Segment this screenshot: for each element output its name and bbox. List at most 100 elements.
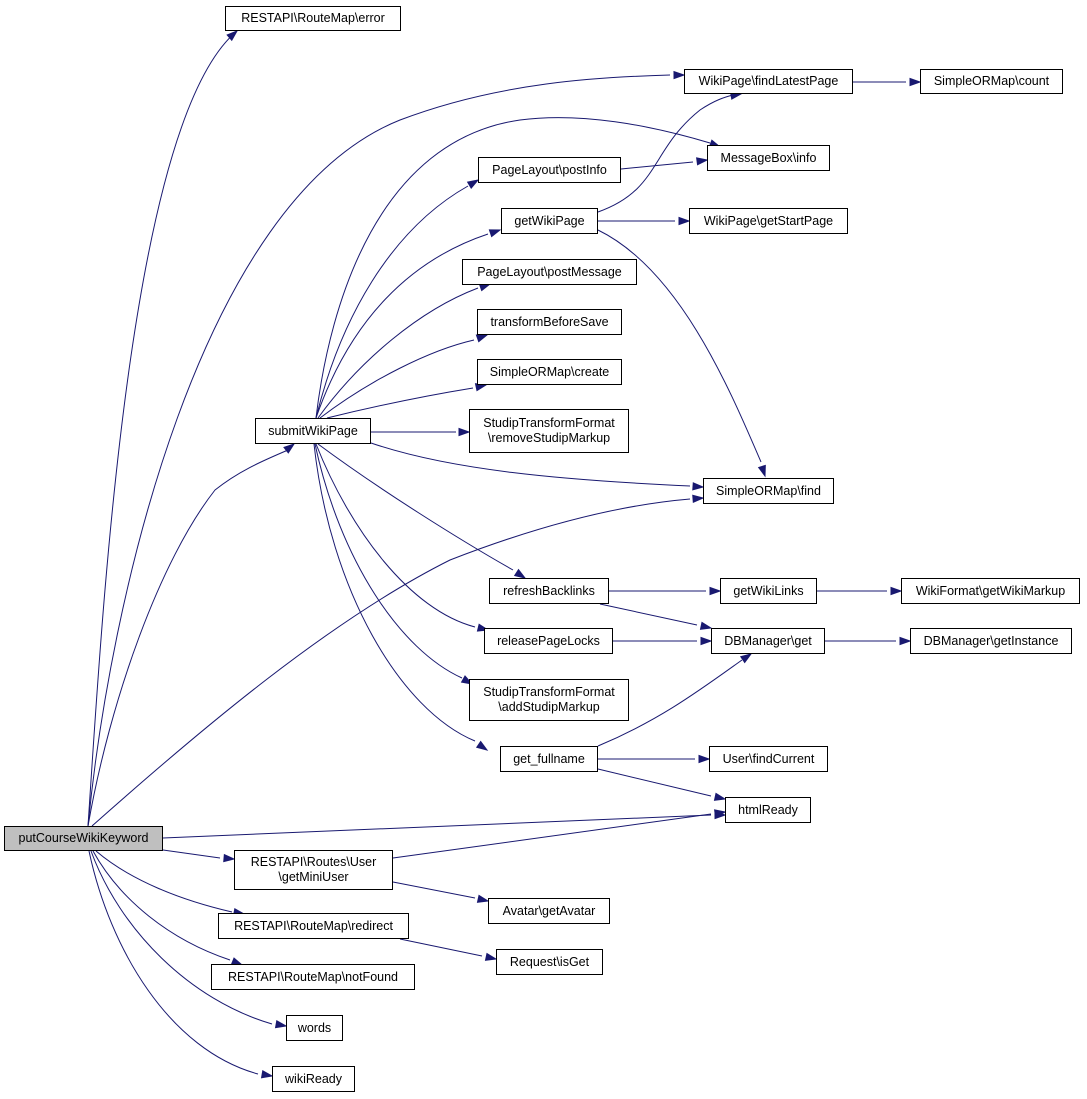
node-dbmanager-get[interactable]: DBManager\get xyxy=(711,628,825,654)
edge-arrowhead xyxy=(909,77,922,87)
edge-submitWikiPage-to-releasePageLocks xyxy=(315,443,490,632)
node-getwikilinks[interactable]: getWikiLinks xyxy=(720,578,817,604)
edge-line xyxy=(315,185,469,419)
edge-arrowhead xyxy=(476,894,490,903)
edge-line xyxy=(90,850,273,1025)
node-wikiformat-getwikimarkup[interactable]: WikiFormat\getWikiMarkup xyxy=(901,578,1080,604)
edge-arrowhead xyxy=(713,792,727,801)
node-pagelayout-postinfo[interactable]: PageLayout\postInfo xyxy=(478,157,621,183)
edge-putCourseWikiKeyword-to-wikipage_findLatestPage xyxy=(87,70,686,827)
node-routemap-error[interactable]: RESTAPI\RouteMap\error xyxy=(225,6,401,31)
node-label: \getMiniUser xyxy=(278,870,349,884)
node-htmlready[interactable]: htmlReady xyxy=(725,797,811,823)
edge-line xyxy=(597,229,762,463)
edge-arrowhead xyxy=(757,464,766,478)
edge-line xyxy=(314,443,463,679)
edge-line xyxy=(620,161,694,170)
edge-line xyxy=(91,498,691,827)
node-wikipage-getstartpage[interactable]: WikiPage\getStartPage xyxy=(689,208,848,234)
node-routemap-redirect[interactable]: RESTAPI\RouteMap\redirect xyxy=(218,913,409,939)
node-label: MessageBox\info xyxy=(720,150,817,165)
node-label: wikiReady xyxy=(285,1071,342,1086)
node-words[interactable]: words xyxy=(286,1015,343,1041)
edge-arrowhead xyxy=(226,30,239,42)
edge-putCourseWikiKeyword-to-htmlReady xyxy=(162,810,727,839)
edge-get_fullname-to-user_findCurrent xyxy=(598,754,711,764)
node-label: htmlReady xyxy=(738,802,798,817)
edge-line xyxy=(370,442,691,487)
node-label: RESTAPI\Routes\User xyxy=(250,855,377,869)
node-wikipage-findlatestpage[interactable]: WikiPage\findLatestPage xyxy=(684,69,853,94)
edge-arrowhead xyxy=(458,427,471,437)
node-label: RESTAPI\RouteMap\error xyxy=(241,11,385,25)
node-label: PageLayout\postMessage xyxy=(477,264,622,279)
edge-arrowhead xyxy=(513,568,527,579)
edge-line xyxy=(87,449,289,827)
edge-arrowhead xyxy=(274,1020,288,1029)
node-label: SimpleORMap\count xyxy=(933,74,1050,88)
node-label: putCourseWikiKeyword xyxy=(18,831,149,845)
node-dbmanager-getinstance[interactable]: DBManager\getInstance xyxy=(910,628,1072,654)
node-addstudipmarkup[interactable]: StudipTransformFormat \addStudipMarkup xyxy=(469,679,629,721)
node-label: words xyxy=(297,1020,332,1035)
edge-arrowhead xyxy=(673,70,686,80)
edge-getWikiLinks-to-wikiformat_getWikiMarkup xyxy=(817,586,903,596)
node-simpleormap-create[interactable]: SimpleORMap\create xyxy=(477,359,622,385)
node-submitwikipage[interactable]: submitWikiPage xyxy=(255,418,371,444)
edge-arrowhead xyxy=(678,216,691,226)
edge-get_fullname-to-htmlReady xyxy=(597,768,727,801)
edge-dbmanager_get-to-dbmanager_getInstance xyxy=(825,636,912,646)
node-label: Avatar\getAvatar xyxy=(502,903,596,918)
node-label: StudipTransformFormat xyxy=(483,416,615,430)
node-routemap-notfound[interactable]: RESTAPI\RouteMap\notFound xyxy=(211,964,415,990)
edge-releasePageLocks-to-dbmanager_get xyxy=(613,636,713,646)
node-refreshbacklinks[interactable]: refreshBacklinks xyxy=(489,578,609,604)
edge-routemap_redirect-to-request_isGet xyxy=(399,938,498,961)
edge-line xyxy=(597,768,712,797)
node-label: PageLayout\postInfo xyxy=(492,162,607,177)
edge-line xyxy=(599,603,698,626)
node-removestudipmarkup[interactable]: StudipTransformFormat \removeStudipMarku… xyxy=(469,409,629,453)
edge-submitWikiPage-to-simpleormap_find xyxy=(370,442,705,491)
node-user-findcurrent[interactable]: User\findCurrent xyxy=(709,746,828,772)
node-putCourseWikiKeyword: putCourseWikiKeyword xyxy=(4,826,163,851)
edge-refreshBacklinks-to-dbmanager_get xyxy=(599,603,713,630)
node-avatar-getavatar[interactable]: Avatar\getAvatar xyxy=(488,898,610,924)
edge-arrowhead xyxy=(466,179,480,189)
edge-arrowhead xyxy=(899,636,912,646)
edge-arrowhead xyxy=(700,636,713,646)
node-label: releasePageLocks xyxy=(497,633,600,648)
edge-line xyxy=(87,30,238,827)
node-simpleormap-find[interactable]: SimpleORMap\find xyxy=(703,478,834,504)
node-label: DBManager\getInstance xyxy=(923,633,1059,648)
node-get-fullname[interactable]: get_fullname xyxy=(500,746,598,772)
node-label: Request\isGet xyxy=(509,954,590,969)
edge-line xyxy=(92,850,231,961)
edge-arrowhead xyxy=(696,157,709,166)
node-messagebox-info[interactable]: MessageBox\info xyxy=(707,145,830,171)
node-label: \addStudipMarkup xyxy=(498,700,600,714)
node-releasepagelocks[interactable]: releasePageLocks xyxy=(484,628,613,654)
node-label: WikiFormat\getWikiMarkup xyxy=(915,583,1066,598)
node-label: refreshBacklinks xyxy=(503,583,595,598)
node-transformbeforesave[interactable]: transformBeforeSave xyxy=(477,309,622,335)
edge-arrowhead xyxy=(739,653,753,664)
node-request-isget[interactable]: Request\isGet xyxy=(496,949,603,975)
node-label: WikiPage\findLatestPage xyxy=(698,74,839,88)
node-label: User\findCurrent xyxy=(722,751,815,766)
node-label: getWikiPage xyxy=(514,213,585,228)
edge-routes_user_getMiniUser-to-avatar_getAvatar xyxy=(392,881,490,903)
edge-line xyxy=(88,850,259,1075)
node-simpleormap-count[interactable]: SimpleORMap\count xyxy=(920,69,1063,94)
edge-wikipage_findLatestPage-to-simpleormap_count xyxy=(853,77,922,87)
node-wikiready[interactable]: wikiReady xyxy=(272,1066,355,1092)
node-pagelayout-postmessage[interactable]: PageLayout\postMessage xyxy=(462,259,637,285)
edge-putCourseWikiKeyword-to-routes_user_getMiniUser xyxy=(162,849,236,863)
edge-arrowhead xyxy=(692,482,705,491)
node-routes-user-getminiuser[interactable]: RESTAPI\Routes\User \getMiniUser xyxy=(234,850,393,890)
edge-arrowhead xyxy=(484,952,498,961)
edge-arrowhead xyxy=(475,334,489,343)
edge-line xyxy=(162,849,221,859)
node-getwikipage[interactable]: getWikiPage xyxy=(501,208,598,234)
